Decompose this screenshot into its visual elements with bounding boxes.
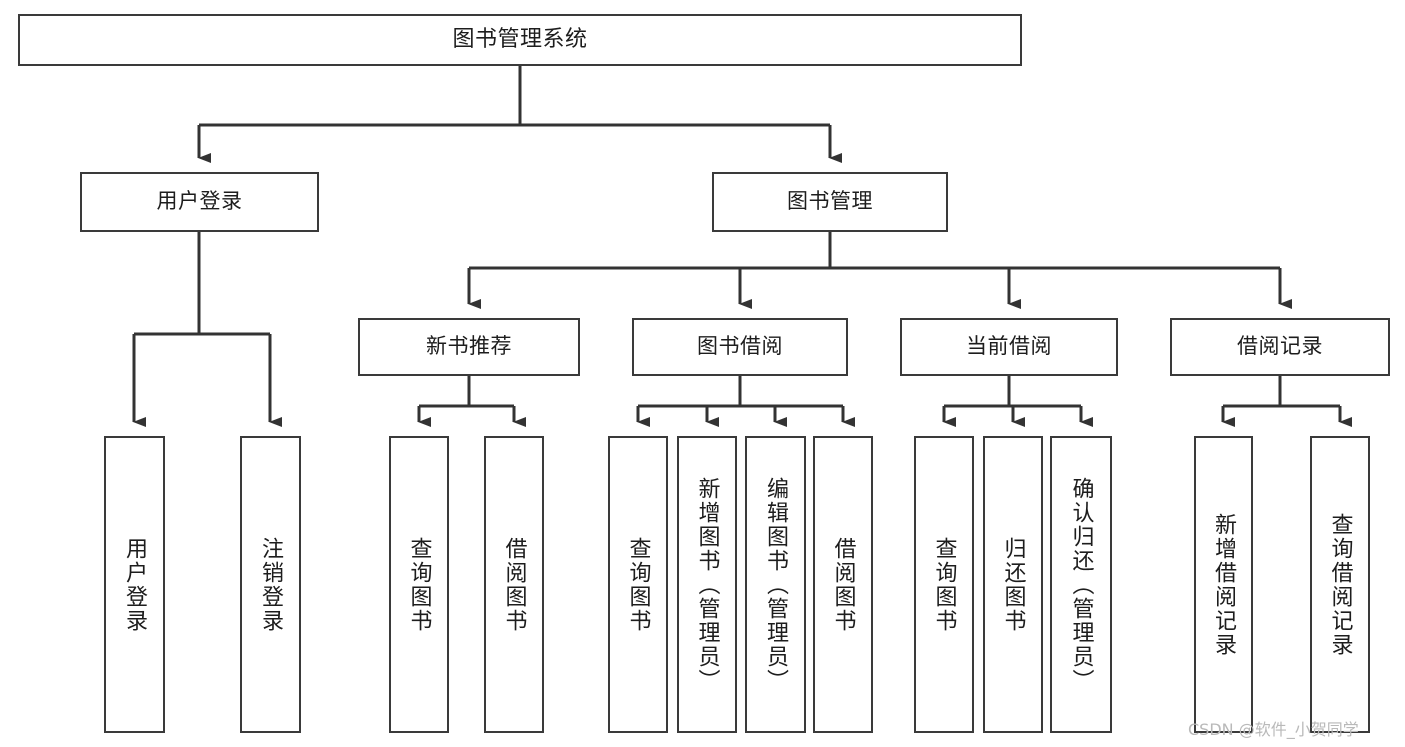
leaf-book-borrow-edit[interactable]: 编辑图书（管理员） (745, 436, 806, 733)
node-label: 当前借阅 (966, 334, 1052, 359)
node-label: 新增借阅记录 (1211, 512, 1237, 657)
node-label: 归还图书 (1000, 536, 1026, 633)
leaf-book-borrow-query[interactable]: 查询图书 (608, 436, 668, 733)
node-label: 图书借阅 (697, 334, 783, 359)
node-label: 查询图书 (931, 536, 957, 633)
leaf-current-borrow-query[interactable]: 查询图书 (914, 436, 974, 733)
leaf-borrow-record-add[interactable]: 新增借阅记录 (1194, 436, 1253, 733)
leaf-current-borrow-return[interactable]: 归还图书 (983, 436, 1043, 733)
node-new-book-recommend[interactable]: 新书推荐 (358, 318, 580, 376)
node-label: 图书管理系统 (452, 26, 588, 52)
leaf-borrow-record-query[interactable]: 查询借阅记录 (1310, 436, 1370, 733)
node-label: 新书推荐 (426, 334, 512, 359)
node-borrow-record[interactable]: 借阅记录 (1170, 318, 1390, 376)
node-label: 用户登录 (156, 189, 243, 214)
node-book-management[interactable]: 图书管理 (712, 172, 948, 232)
node-label: 借阅图书 (501, 536, 527, 633)
node-label: 查询图书 (406, 536, 432, 633)
leaf-new-book-borrow[interactable]: 借阅图书 (484, 436, 544, 733)
node-label: 编辑图书（管理员） (763, 476, 789, 693)
node-label: 新增图书（管理员） (694, 476, 720, 693)
node-label: 查询图书 (625, 536, 651, 633)
node-label: 借阅记录 (1237, 334, 1323, 359)
leaf-user-login-signin[interactable]: 用户登录 (104, 436, 165, 733)
csdn-watermark: CSDN @软件_小贺同学 (1188, 720, 1359, 739)
node-root-book-management-system[interactable]: 图书管理系统 (18, 14, 1022, 66)
node-label: 图书管理 (787, 189, 873, 214)
leaf-book-borrow-add[interactable]: 新增图书（管理员） (677, 436, 737, 733)
node-book-borrow[interactable]: 图书借阅 (632, 318, 848, 376)
leaf-current-borrow-confirm-return[interactable]: 确认归还（管理员） (1050, 436, 1112, 733)
node-label: 借阅图书 (830, 536, 856, 633)
node-label: 注销登录 (258, 536, 284, 633)
leaf-new-book-query[interactable]: 查询图书 (389, 436, 449, 733)
leaf-book-borrow-lend[interactable]: 借阅图书 (813, 436, 873, 733)
node-label: 查询借阅记录 (1327, 512, 1353, 657)
node-current-borrow[interactable]: 当前借阅 (900, 318, 1118, 376)
node-label: 用户登录 (122, 536, 148, 633)
node-user-login[interactable]: 用户登录 (80, 172, 319, 232)
leaf-user-login-signout[interactable]: 注销登录 (240, 436, 301, 733)
node-label: 确认归还（管理员） (1068, 476, 1094, 693)
